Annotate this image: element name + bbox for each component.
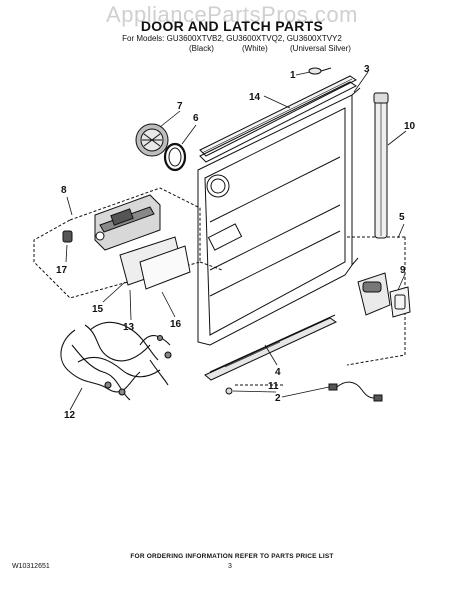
part-6-gasket: [163, 142, 187, 172]
finish-black: (Black): [189, 44, 214, 53]
part-8-latch: [94, 194, 161, 251]
callout-16: 16: [170, 319, 182, 330]
part-2-cable: [328, 381, 383, 402]
part-7-vent: [135, 123, 169, 157]
callout-7: 7: [177, 101, 183, 112]
page-number: 3: [228, 563, 232, 570]
document-number: W10312651: [12, 563, 50, 570]
callout-13: 13: [123, 322, 135, 333]
finish-white: (White): [242, 44, 268, 53]
ordering-note: FOR ORDERING INFORMATION REFER TO PARTS …: [130, 553, 334, 560]
callout-17: 17: [56, 265, 68, 276]
callout-3: 3: [364, 64, 370, 75]
part-17-knob: [62, 230, 73, 243]
leader-lines: [65, 71, 407, 411]
side-trim: [373, 92, 389, 239]
callout-11: 11: [268, 381, 279, 392]
callout-5: 5: [399, 212, 405, 223]
part-5-9-cover: [357, 272, 411, 318]
callout-1: 1: [290, 70, 296, 81]
models-line: For Models: GU3600XTVB2, GU3600XTVQ2, GU…: [122, 34, 342, 43]
finish-universal-silver: (Universal Silver): [290, 44, 351, 53]
callout-10: 10: [404, 121, 416, 132]
part-1-clip: [308, 67, 332, 75]
callout-9: 9: [400, 265, 406, 276]
inner-door-panel: [197, 87, 361, 346]
part-11-screw: [225, 387, 233, 395]
callout-4: 4: [275, 367, 281, 378]
callout-15: 15: [92, 304, 104, 315]
top-trim-strip: [199, 75, 357, 163]
callout-14: 14: [249, 92, 261, 103]
callout-8: 8: [61, 185, 67, 196]
callout-6: 6: [193, 113, 199, 124]
watermark: AppliancePartsPros.com: [106, 2, 358, 27]
page-title: DOOR AND LATCH PARTS: [140, 18, 324, 34]
callout-12: 12: [64, 410, 76, 421]
part-12-wire-harness: [60, 321, 172, 401]
callout-labels: 1 2 3 4 5 6 7 8 9 10 11 12 13 14 15 16 1…: [56, 64, 416, 421]
part-15-16-boards: [119, 236, 191, 290]
part-4-bottom-rail: [204, 314, 338, 381]
callout-2: 2: [275, 393, 281, 404]
